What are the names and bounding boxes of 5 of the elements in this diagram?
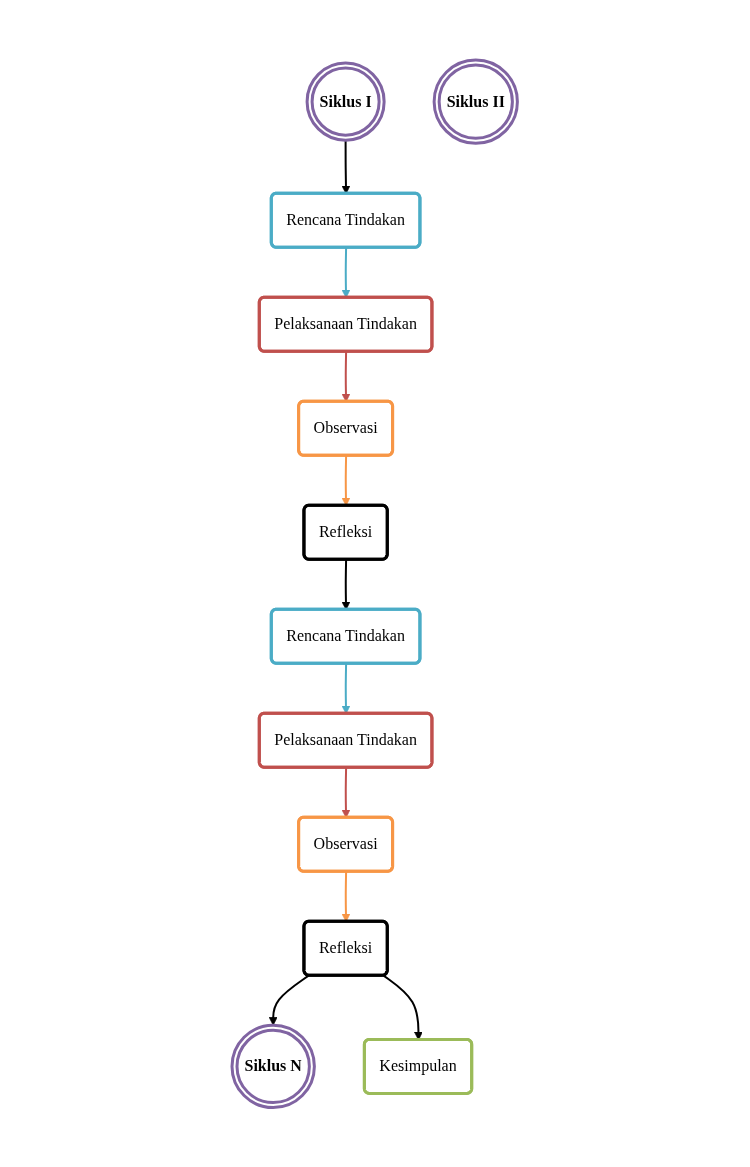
- node-circle: Siklus II: [432, 58, 520, 145]
- arrow: [269, 974, 310, 1026]
- node-circle: Siklus N: [230, 1023, 317, 1109]
- arrow: [382, 974, 424, 1040]
- node-circle: Siklus I: [305, 61, 386, 142]
